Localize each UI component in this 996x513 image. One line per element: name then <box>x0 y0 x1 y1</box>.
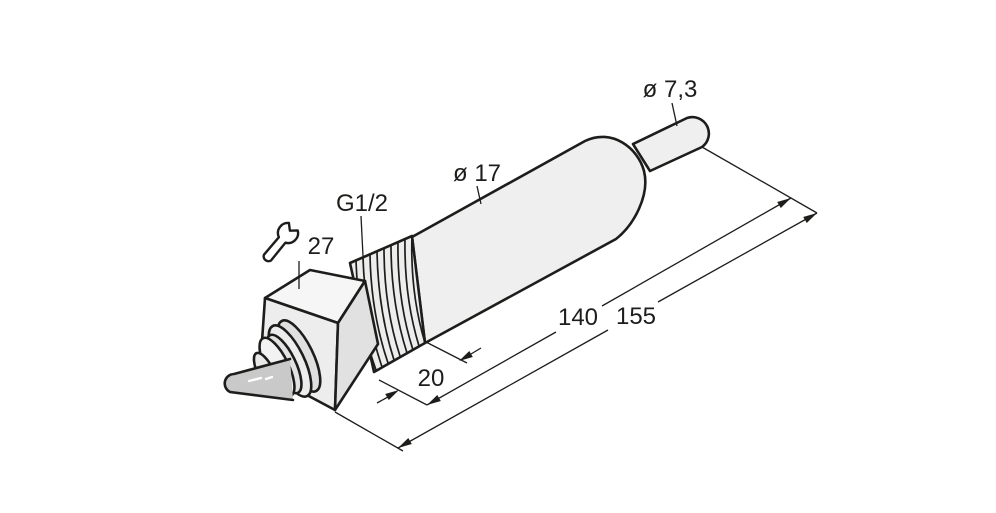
leader-tip-diameter <box>671 102 678 127</box>
label-tip-diameter: ø 7,3 <box>643 76 698 103</box>
leader-body-diameter <box>476 185 482 205</box>
wrench-icon <box>262 221 300 263</box>
probe-body-cylinder <box>410 135 647 345</box>
dim-overall-length <box>397 212 818 449</box>
label-probe-length: 140 <box>558 304 598 331</box>
leader-lines <box>298 102 678 289</box>
leader-thread-spec <box>360 215 364 257</box>
label-thread-length: 20 <box>418 365 445 392</box>
cable <box>223 357 295 402</box>
ext-thread-start <box>378 379 428 406</box>
label-overall-length: 155 <box>616 303 656 330</box>
dim-thread-length <box>376 347 482 404</box>
dim-probe-length <box>426 197 792 406</box>
label-thread-spec: G1/2 <box>336 190 388 217</box>
label-body-diameter: ø 17 <box>453 160 501 187</box>
probe-tip-rod <box>631 115 711 173</box>
label-wrench-size: 27 <box>308 233 335 260</box>
ext-thread-end <box>423 340 468 364</box>
ext-hex-rear <box>334 411 404 452</box>
ext-probe-tip <box>701 146 818 214</box>
dimension-labels: ø 7,3 ø 17 G1/2 27 20 140 155 <box>308 76 698 392</box>
extension-lines <box>334 146 818 452</box>
